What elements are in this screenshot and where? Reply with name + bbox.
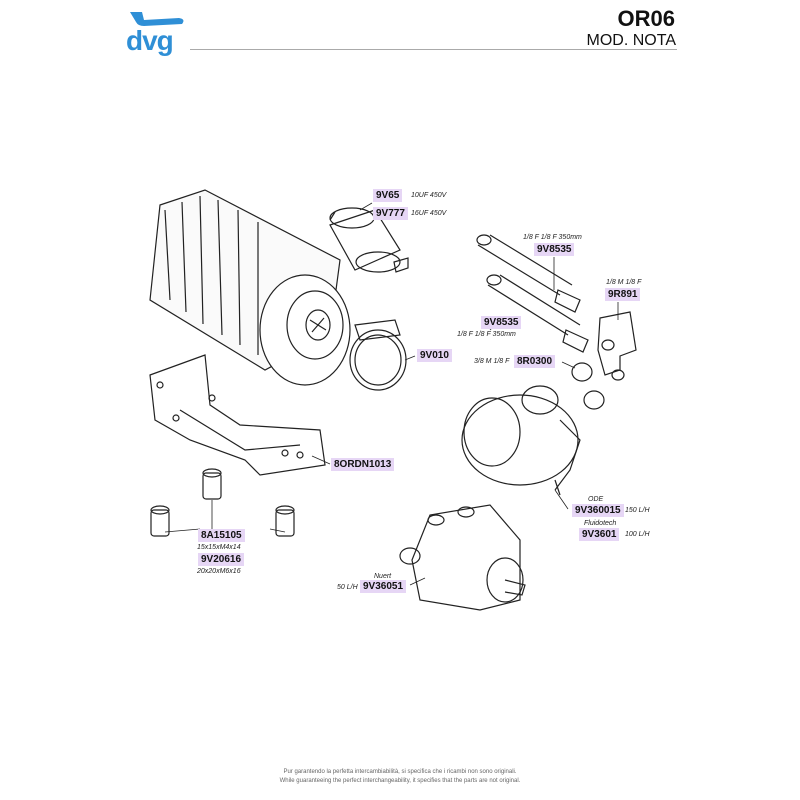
part-code-9V777: 9V777: [373, 207, 408, 220]
small-pump-drawing: [399, 504, 526, 611]
part-code-9R891: 9R891: [605, 288, 641, 301]
part-code-8R0300: 8R0300: [514, 355, 556, 368]
dvg-logo-icon: [130, 12, 184, 26]
part-spec-9V8535-bottom: 1/8 F 1/8 F 350mm: [457, 331, 516, 338]
part-code-9V8535-top: 9V8535: [534, 243, 575, 256]
part-code-9V8535-bottom: 9V8535: [481, 316, 522, 329]
fittings-drawing: [571, 311, 637, 410]
part-code-9V65: 9V65: [373, 189, 403, 202]
leader-lines: [164, 202, 619, 586]
header-rule: [190, 49, 677, 50]
footer-disclaimer-en: While guaranteeing the perfect interchan…: [279, 778, 521, 784]
part-brand-ODE: ODE: [588, 496, 604, 503]
part-spec-9V36051: 50 L/H: [337, 584, 358, 591]
clamp-drawing: [349, 319, 407, 391]
part-spec-9V3601: 100 L/H: [625, 531, 650, 538]
rotary-pump-drawing: [461, 385, 581, 496]
part-code-9V010: 9V010: [417, 349, 452, 362]
part-code-9V360015: 9V360015: [572, 504, 624, 517]
part-spec-9V8535-top: 1/8 F 1/8 F 350mm: [523, 234, 582, 241]
part-spec-8A15105: 15x15xM4x14: [197, 544, 241, 551]
part-spec-9V360015: 150 L/H: [625, 507, 650, 514]
part-spec-8R0300: 3/8 M 1/8 F: [474, 358, 510, 365]
brand-logo-text: dvg: [126, 25, 174, 56]
model-code: OR06: [617, 6, 675, 31]
motor-drawing: [149, 189, 351, 386]
model-name: MOD. NOTA: [586, 32, 676, 49]
footer-disclaimer-it: Pur garantendo la perfetta intercambiabi…: [283, 769, 517, 775]
part-brand-nuert: Nuert: [374, 573, 392, 580]
part-code-9V20616: 9V20616: [198, 553, 245, 566]
mounts-drawing: [150, 468, 295, 537]
tubes-drawing: [476, 234, 589, 353]
capacitor-drawing: [329, 207, 409, 273]
bracket-drawing: [149, 354, 326, 476]
part-code-9V3601: 9V3601: [579, 528, 620, 541]
part-spec-9V20616: 20x20xM6x16: [197, 568, 241, 575]
part-spec-9V65: 10UF 450V: [411, 192, 447, 199]
part-spec-9R891: 1/8 M 1/8 F: [606, 279, 642, 286]
part-brand-fluidotech: Fluidotech: [584, 520, 617, 527]
part-code-9V36051: 9V36051: [360, 580, 407, 593]
part-spec-9V777: 16UF 450V: [411, 210, 447, 217]
part-code-8A15105: 8A15105: [198, 529, 245, 542]
part-code-8ORDN1013: 8ORDN1013: [331, 458, 395, 471]
